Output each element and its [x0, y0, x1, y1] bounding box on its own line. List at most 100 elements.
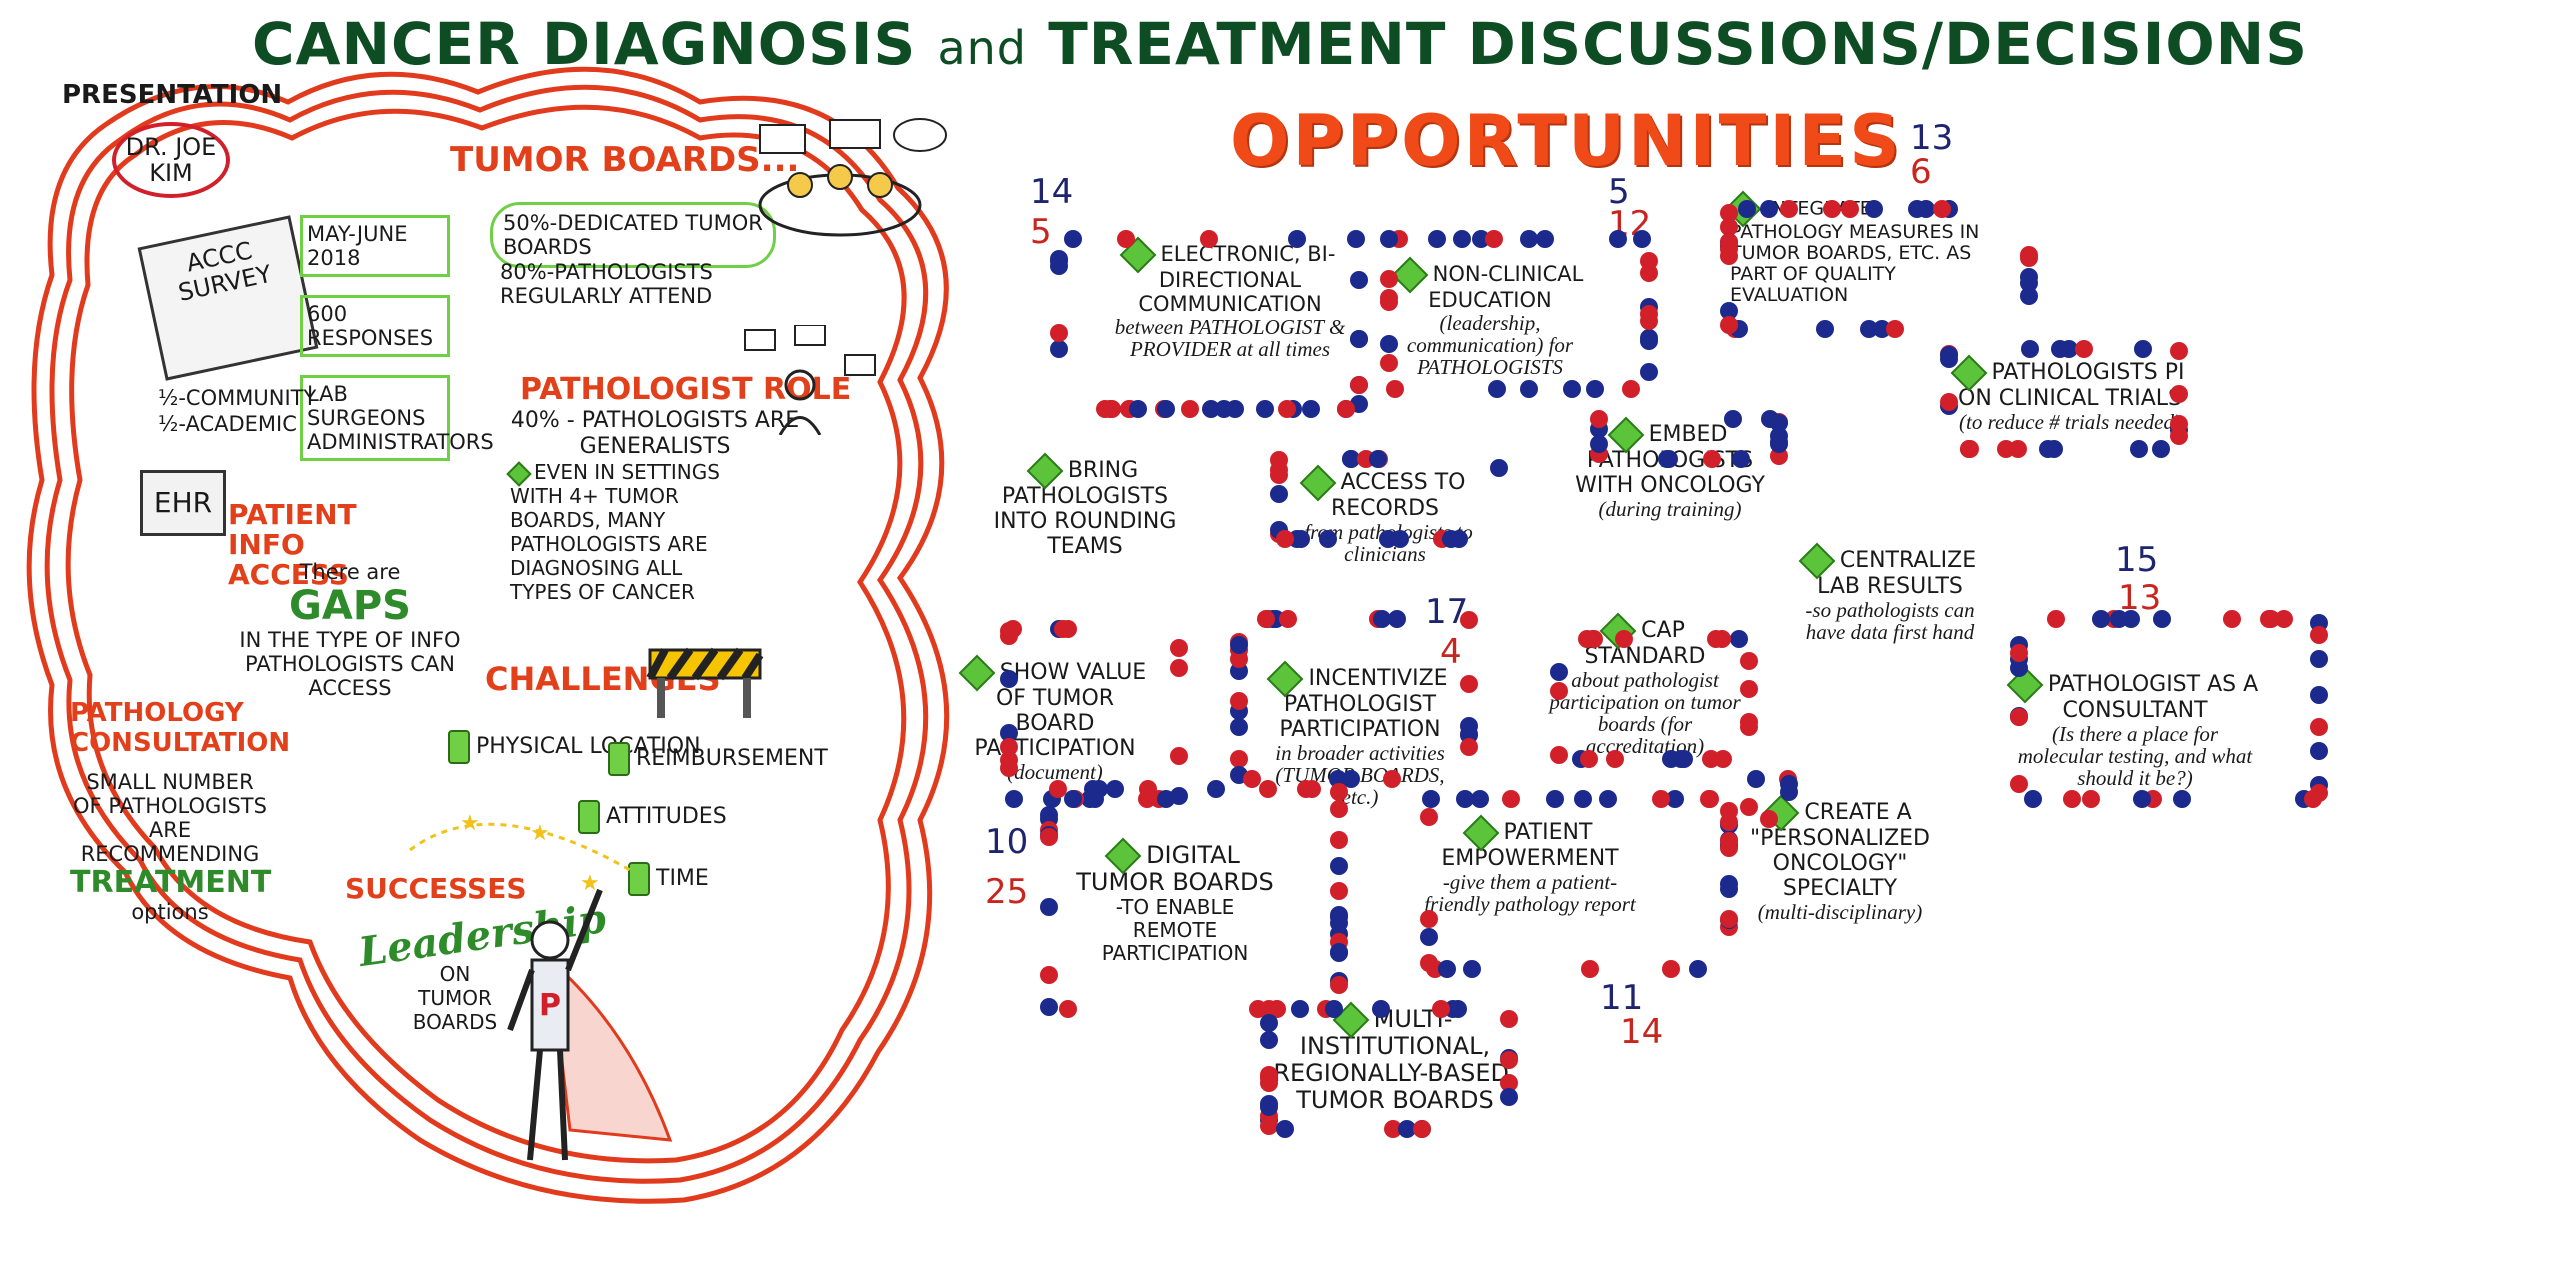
vote-dot: [1500, 1010, 1518, 1029]
vote-dot: [1388, 610, 1407, 628]
vote-dot: [1640, 331, 1658, 350]
vote-dot: [1105, 780, 1124, 798]
opportunity-main: CENTRALIZE LAB RESULTS: [1817, 548, 1977, 599]
vote-dot: [1621, 380, 1640, 398]
vote-dot: [1330, 856, 1348, 875]
vote-dot: [1290, 1000, 1309, 1018]
successes-title: SUCCESSES: [345, 872, 527, 905]
title-and: and: [937, 21, 1027, 75]
vote-dot: [1270, 466, 1288, 485]
vote-dot: [2275, 610, 2294, 628]
vote-dot: [2223, 610, 2242, 628]
vote-dot: [1640, 251, 1658, 270]
opportunity-main: NON-CLINICAL EDUCATION: [1428, 262, 1584, 312]
vote-dot: [1865, 200, 1884, 218]
opportunity-main: BRING PATHOLOGISTS into ROUNDING TEAMS: [993, 458, 1177, 559]
vote-dot: [1330, 830, 1348, 849]
vote-dot: [1452, 230, 1471, 248]
vote-dot: [2010, 774, 2028, 793]
vote-dot: [1500, 1074, 1518, 1093]
vote-dot: [1350, 270, 1368, 289]
vote-dot: [1257, 610, 1276, 628]
on-tumor-boards-label: on TUMOR BOARDS: [412, 962, 498, 1034]
vote-dot: [1330, 907, 1348, 926]
opportunity-show-value: SHOW VALUE of TUMOR BOARD PARTICIPATION …: [955, 654, 1155, 783]
title-part1: CANCER DIAGNOSIS: [252, 10, 917, 78]
consultation-title: PATHOLOGY CONSULTATION: [70, 698, 291, 758]
vote-dot: [1420, 928, 1438, 947]
vote-dot: [1000, 723, 1018, 742]
opportunity-sub: -give them a patient-friendly pathology …: [1424, 870, 1636, 916]
opportunity-main: CAP STANDARD: [1584, 618, 1706, 669]
vote-dot: [1760, 810, 1779, 828]
vote-dot: [1336, 400, 1355, 418]
vote-dot: [1740, 718, 1758, 737]
vote-dot: [1770, 413, 1788, 432]
vote-dot: [2133, 340, 2152, 358]
presentation-label: PRESENTATION: [62, 80, 283, 110]
vote-dot: [1040, 965, 1058, 984]
survey-facts: MAY-JUNE 2018 600 RESPONSES LAB SURGEONS…: [300, 215, 494, 461]
pathologist-role-stat: 40% - PATHOLOGISTS are GENERALISTS: [510, 408, 800, 459]
vote-dot: [1908, 200, 1927, 218]
vote-dot: [1581, 960, 1600, 978]
vote-dot: [1720, 315, 1738, 334]
vote-dot: [1040, 898, 1058, 917]
vote-dot: [1536, 230, 1555, 248]
patient-info-text: There are GAPS in the TYPE of INFO PATHO…: [230, 560, 470, 700]
vote-dot: [1520, 380, 1539, 398]
vote-dot: [1350, 329, 1368, 348]
vote-dot: [1460, 738, 1478, 757]
vote-dot: [1780, 200, 1799, 218]
opportunity-multi-institutional: MULTI-INSTITUTIONAL, REGIONALLY-BASED, T…: [1250, 1001, 1540, 1114]
vote-dot: [1129, 400, 1148, 418]
vote-dot: [1064, 230, 1083, 248]
vote-dot: [1460, 610, 1478, 629]
vote-dot: [1500, 1088, 1518, 1107]
vote-dot: [1382, 770, 1401, 788]
vote-dot: [1703, 450, 1722, 468]
opportunity-incentivize-participation: INCENTIVIZE PATHOLOGIST PARTICIPATION in…: [1260, 660, 1460, 808]
vote-dot: [1170, 747, 1188, 766]
vote-dot: [1550, 681, 1568, 700]
vote-dot: [1059, 1000, 1078, 1018]
vote-dot: [1342, 450, 1361, 468]
vote-count-blue: 5: [1608, 172, 1630, 212]
opportunity-sub: (during training): [1598, 497, 1742, 521]
challenge-label: REIMBURSEMENT: [636, 746, 828, 771]
opportunities-title: OPPORTUNITIES: [1230, 100, 1903, 182]
vote-dot: [1501, 790, 1520, 808]
challenge-label: TIME: [656, 866, 709, 891]
opportunity-main: PATHOLOGIST as a CONSULTANT: [2047, 672, 2259, 723]
vote-dot: [1487, 380, 1506, 398]
vote-count-blue: 14: [1030, 172, 1074, 212]
vote-dot: [1260, 1031, 1278, 1050]
speaker-name-line1: DR. JOE: [125, 133, 217, 161]
vote-dot: [1886, 320, 1904, 338]
hero-letter: P: [539, 988, 561, 1023]
vote-dot: [2310, 742, 2328, 761]
vote-dot: [1823, 200, 1842, 218]
vote-dot: [1720, 879, 1738, 898]
vote-dot: [1000, 627, 1018, 646]
vote-dot: [1278, 610, 1297, 628]
vote-dot: [1428, 230, 1447, 248]
opportunity-main: MULTI-INSTITUTIONAL, REGIONALLY-BASED, T…: [1273, 1005, 1517, 1114]
vote-dot: [2020, 340, 2039, 358]
vote-dot: [2020, 274, 2038, 293]
vote-dot: [1688, 960, 1707, 978]
vote-dot: [1058, 620, 1077, 638]
survey-split-community: ½-COMMUNITY: [158, 386, 317, 410]
vote-dot: [2010, 707, 2028, 726]
page-title: CANCER DIAGNOSIS and TREATMENT DISCUSSIO…: [0, 10, 2560, 78]
vote-dot: [1199, 230, 1218, 248]
survey-label: ACCC SURVEY: [175, 236, 274, 307]
consultation-text-main: SMALL NUMBER of PATHOLOGISTS are RECOMME…: [73, 770, 267, 866]
vote-dot: [1048, 780, 1067, 798]
vote-dot: [1324, 1000, 1343, 1018]
vote-dot: [1330, 942, 1348, 961]
opportunity-main: DIGITAL TUMOR BOARDS: [1076, 841, 1274, 896]
vote-dot: [2130, 440, 2148, 458]
treatment-label: TREATMENT: [70, 865, 272, 900]
vote-dot: [1096, 400, 1115, 418]
